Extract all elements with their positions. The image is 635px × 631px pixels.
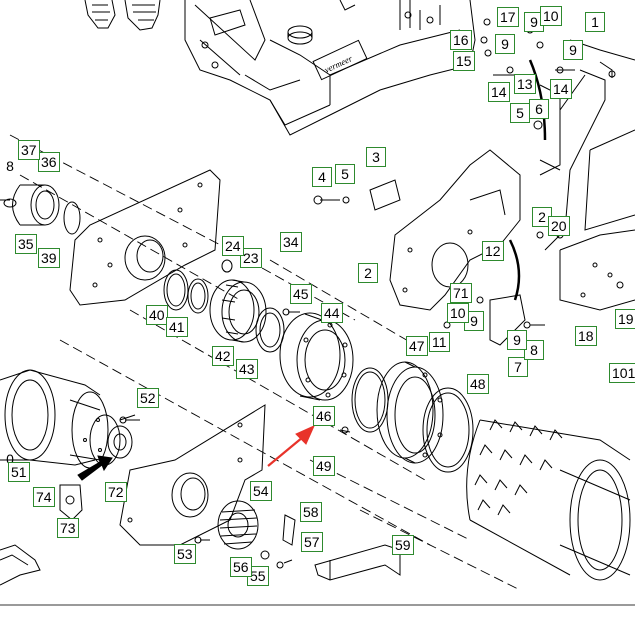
callout-44: 44 <box>321 303 343 323</box>
hose <box>508 239 521 301</box>
callout-7: 7 <box>508 357 528 377</box>
callout-35: 35 <box>15 234 37 254</box>
callout-101: 101 <box>609 363 635 383</box>
callout-46: 46 <box>313 406 335 426</box>
callout-11: 11 <box>429 332 450 352</box>
black-pointer <box>77 455 113 481</box>
callout-51: 51 <box>8 462 30 482</box>
flange-47 <box>376 361 444 464</box>
callout-16: 16 <box>450 30 472 50</box>
callout-42: 42 <box>212 346 234 366</box>
small-bolts <box>119 195 351 544</box>
callout-14-a: 14 <box>488 82 510 102</box>
callout-47: 47 <box>406 336 428 356</box>
bottom-rule <box>0 604 635 606</box>
callout-58: 58 <box>300 502 322 522</box>
red-pointer-arrow <box>267 425 315 467</box>
callout-23: 23 <box>240 248 262 268</box>
left-plate <box>69 169 221 306</box>
callout-43: 43 <box>236 359 258 379</box>
callout-48: 48 <box>467 374 489 394</box>
callout-14-b: 14 <box>550 79 572 99</box>
callout-39: 39 <box>38 248 60 268</box>
bracket-73 <box>59 484 83 521</box>
callout-18: 18 <box>575 326 597 346</box>
tracks <box>84 0 161 31</box>
pin-58 <box>282 514 296 546</box>
cutter-drum <box>466 419 631 581</box>
callout-10: 10 <box>540 6 562 26</box>
callout-8: 8 <box>524 340 544 360</box>
callout-56: 56 <box>230 557 252 577</box>
callout-9-b: 9 <box>495 34 515 54</box>
callout-74: 74 <box>33 487 55 507</box>
callout-9-c: 9 <box>563 40 583 60</box>
machine-body: vermeer <box>184 0 476 136</box>
callout-2: 2 <box>358 263 378 283</box>
callout-49: 49 <box>313 456 335 476</box>
callout-5-top: 5 <box>510 103 530 123</box>
housing-44 <box>279 312 354 401</box>
callout-4: 4 <box>312 167 332 187</box>
shaft-59 <box>314 544 401 581</box>
callout-38-partial: 8 <box>6 158 14 174</box>
callout-53: 53 <box>174 544 196 564</box>
callout-40: 40 <box>146 305 168 325</box>
left-hub-assembly <box>0 184 81 235</box>
callout-6: 6 <box>529 99 549 119</box>
callout-52: 52 <box>137 388 159 408</box>
callout-54: 54 <box>250 481 272 501</box>
callout-71: 71 <box>450 283 472 303</box>
callout-5: 5 <box>335 164 355 184</box>
ring-48 <box>422 387 474 473</box>
callout-12: 12 <box>482 241 504 261</box>
callout-57: 57 <box>301 532 323 552</box>
callout-9-e: 9 <box>507 330 527 350</box>
seal-ring <box>351 367 389 433</box>
callout-59: 59 <box>392 535 414 555</box>
bearing-42 <box>209 279 267 343</box>
bracket-3 <box>369 179 401 211</box>
star-piece <box>0 544 41 586</box>
callout-19: 19 <box>615 309 635 329</box>
callout-15: 15 <box>453 51 475 71</box>
callout-73: 73 <box>57 518 79 538</box>
callout-13: 13 <box>514 74 536 94</box>
callout-1: 1 <box>585 12 605 32</box>
bolts-55-56 <box>260 550 293 569</box>
gearbox-51 <box>0 369 136 469</box>
callout-50-partial: 0 <box>6 451 14 467</box>
rings-40-41 <box>163 259 233 314</box>
callout-41: 41 <box>166 317 188 337</box>
hose-upper <box>528 59 547 141</box>
middle-plate <box>119 404 266 546</box>
callout-17: 17 <box>497 7 519 27</box>
callout-45: 45 <box>290 284 312 304</box>
callout-37: 37 <box>18 140 40 160</box>
callout-36: 36 <box>38 152 60 172</box>
centerlines <box>9 134 521 591</box>
spring-54 <box>217 500 259 550</box>
callout-20: 20 <box>548 216 570 236</box>
callout-24: 24 <box>222 236 244 256</box>
callout-72: 72 <box>105 482 127 502</box>
callout-34: 34 <box>280 232 302 252</box>
callout-10-mid: 10 <box>447 303 469 323</box>
callout-9-a: 9 <box>524 12 544 32</box>
callout-3: 3 <box>366 147 386 167</box>
ring-43 <box>255 307 285 353</box>
